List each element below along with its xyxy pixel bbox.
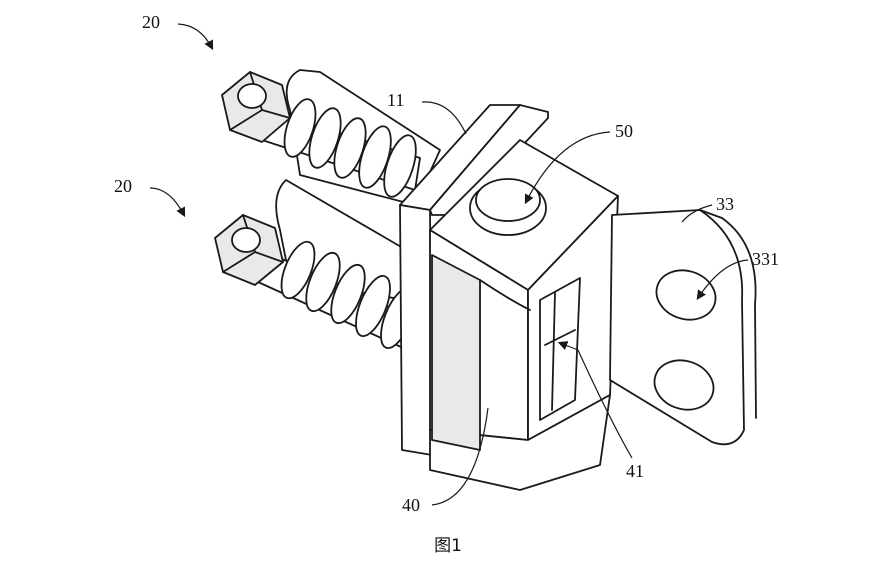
lower-hex-nut <box>214 214 284 286</box>
label-33: 33 <box>716 194 734 214</box>
label-20-lower: 20 <box>114 176 132 196</box>
label-41: 41 <box>626 461 644 481</box>
lower-bracket-hole <box>653 359 715 411</box>
label-20-upper: 20 <box>142 12 160 32</box>
label-50: 50 <box>615 121 633 141</box>
flange-plate <box>399 104 549 456</box>
upper-bracket-hole <box>655 269 717 321</box>
figure-caption: 图1 <box>434 536 462 556</box>
label-40: 40 <box>402 495 420 515</box>
upper-bolt-assembly <box>221 71 421 198</box>
upper-hex-nut <box>221 71 291 143</box>
upper-spring <box>283 98 417 198</box>
lower-bolt-assembly <box>214 214 419 353</box>
lower-spring <box>280 240 416 349</box>
label-11: 11 <box>387 90 404 110</box>
mounting-bracket <box>609 209 757 446</box>
label-331: 331 <box>752 249 779 269</box>
reference-labels: 20 20 11 50 33 331 41 40 <box>114 12 779 515</box>
housing-block <box>429 139 619 491</box>
